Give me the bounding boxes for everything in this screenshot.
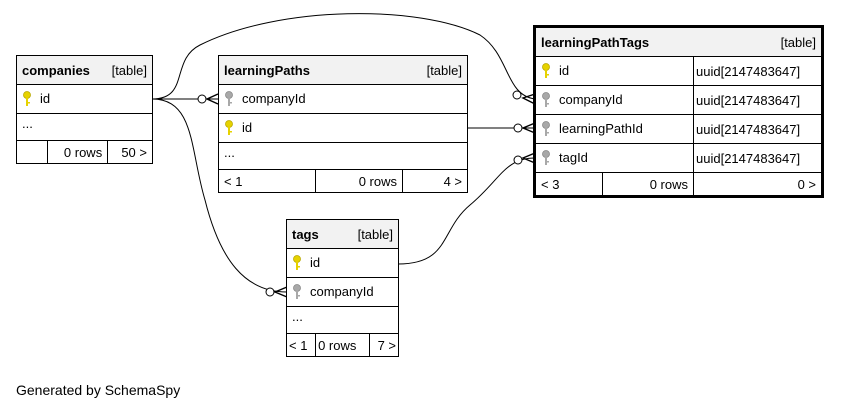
column-row[interactable]: companyId uuid[2147483647] — [534, 85, 823, 115]
parents-count[interactable]: < 1 — [285, 333, 317, 357]
column-name: companyId — [310, 283, 374, 299]
table-name: tags — [292, 226, 319, 242]
edge-tags-learningpathtags — [397, 157, 536, 265]
foreign-key-icon — [541, 121, 551, 137]
row-count: 0 rows — [315, 333, 370, 357]
ellipsis: ... — [218, 142, 468, 170]
column-name: id — [310, 254, 321, 270]
column-type: uuid[2147483647] — [693, 143, 823, 173]
table-kind: [table] — [780, 34, 816, 50]
children-count[interactable]: 4 > — [402, 169, 468, 193]
children-count[interactable]: 0 > — [693, 172, 823, 197]
column-row[interactable]: id uuid[2147483647] — [534, 56, 823, 86]
column-name: companyId — [559, 91, 623, 107]
foreign-key-icon — [541, 150, 551, 166]
table-tags[interactable]: tags [table] id companyId ... < 1 0 rows… — [285, 219, 400, 357]
generated-by-label: Generated by SchemaSpy — [16, 382, 181, 398]
table-name: learningPathTags — [541, 34, 650, 50]
edge-companies-tags — [151, 98, 288, 293]
parents-count[interactable]: < 1 — [218, 169, 316, 193]
edge-companies-learningpathtags — [151, 13, 536, 100]
primary-key-icon — [541, 63, 551, 79]
primary-key-icon — [22, 91, 32, 107]
row-count: 0 rows — [602, 172, 694, 197]
ellipsis: ... — [286, 306, 399, 334]
column-row[interactable]: id — [16, 84, 153, 114]
column-row[interactable]: companyId — [286, 277, 399, 307]
column-name: companyId — [242, 90, 306, 106]
column-row[interactable]: id — [286, 248, 399, 278]
column-type: uuid[2147483647] — [693, 114, 823, 144]
table-kind: [table] — [426, 62, 462, 78]
column-type: uuid[2147483647] — [693, 85, 823, 115]
column-name: id — [40, 90, 51, 106]
children-count[interactable]: 50 > — [107, 140, 153, 164]
parents-count[interactable] — [16, 140, 48, 164]
column-type: uuid[2147483647] — [693, 56, 823, 86]
table-learningpathtags[interactable]: learningPathTags [table] id uuid[2147483… — [533, 25, 824, 198]
row-count: 0 rows — [46, 140, 109, 164]
foreign-key-icon — [224, 91, 234, 107]
primary-key-icon — [292, 255, 302, 271]
ellipsis: ... — [16, 113, 153, 141]
table-name: learningPaths — [224, 62, 310, 78]
column-name: learningPathId — [559, 120, 643, 136]
column-row[interactable]: learningPathId uuid[2147483647] — [534, 114, 823, 144]
table-name: companies — [22, 62, 90, 78]
column-name: id — [242, 119, 253, 135]
parents-count[interactable]: < 3 — [534, 172, 603, 197]
table-companies[interactable]: companies [table] id ... 0 rows 50 > — [16, 55, 153, 164]
column-name: id — [559, 62, 570, 78]
table-learningpaths[interactable]: learningPaths [table] companyId id ... <… — [218, 55, 468, 193]
foreign-key-icon — [292, 284, 302, 300]
foreign-key-icon — [541, 92, 551, 108]
table-kind: [table] — [111, 62, 147, 78]
column-row[interactable]: id — [218, 113, 468, 143]
column-row[interactable]: tagId uuid[2147483647] — [534, 143, 823, 173]
row-count: 0 rows — [315, 169, 403, 193]
table-kind: [table] — [357, 226, 393, 242]
children-count[interactable]: 7 > — [368, 333, 400, 357]
primary-key-icon — [224, 120, 234, 136]
column-name: tagId — [559, 149, 588, 165]
column-row[interactable]: companyId — [218, 84, 468, 114]
